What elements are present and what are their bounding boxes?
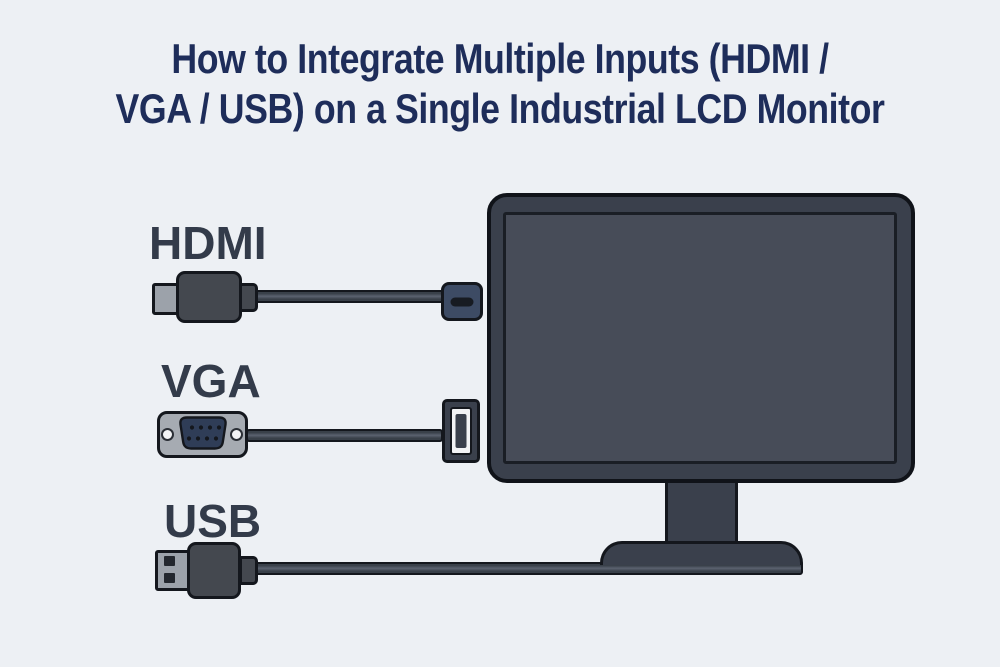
monitor-stand-base xyxy=(600,541,803,565)
vga-screw-right xyxy=(230,428,243,441)
hdmi-cable xyxy=(254,290,446,303)
usb-connector-strain-relief xyxy=(239,556,258,585)
monitor-screen xyxy=(503,212,897,464)
vga-port-icon xyxy=(442,399,480,463)
vga-port-tongue xyxy=(455,414,467,448)
hdmi-port-slot xyxy=(450,297,474,306)
page-title: How to Integrate Multiple Inputs (HDMI /… xyxy=(0,34,1000,134)
hdmi-label: HDMI xyxy=(149,217,267,269)
vga-port-opening xyxy=(450,407,472,455)
usb-contact-hole-top xyxy=(164,556,175,566)
vga-label: VGA xyxy=(161,355,261,407)
usb-contact-hole-bottom xyxy=(164,573,175,583)
page-title-line-1: How to Integrate Multiple Inputs (HDMI / xyxy=(171,35,829,82)
vga-screw-left xyxy=(161,428,174,441)
monitor-stand-neck xyxy=(665,478,738,544)
vga-cable xyxy=(246,429,443,442)
page-title-line-2: VGA / USB) on a Single Industrial LCD Mo… xyxy=(115,85,885,132)
hdmi-connector-body xyxy=(176,271,242,323)
hdmi-port-icon xyxy=(441,282,483,321)
usb-label: USB xyxy=(164,495,262,547)
vga-dsub-pins xyxy=(179,416,227,450)
hdmi-connector-icon xyxy=(152,283,179,315)
usb-connector-body xyxy=(187,542,241,599)
